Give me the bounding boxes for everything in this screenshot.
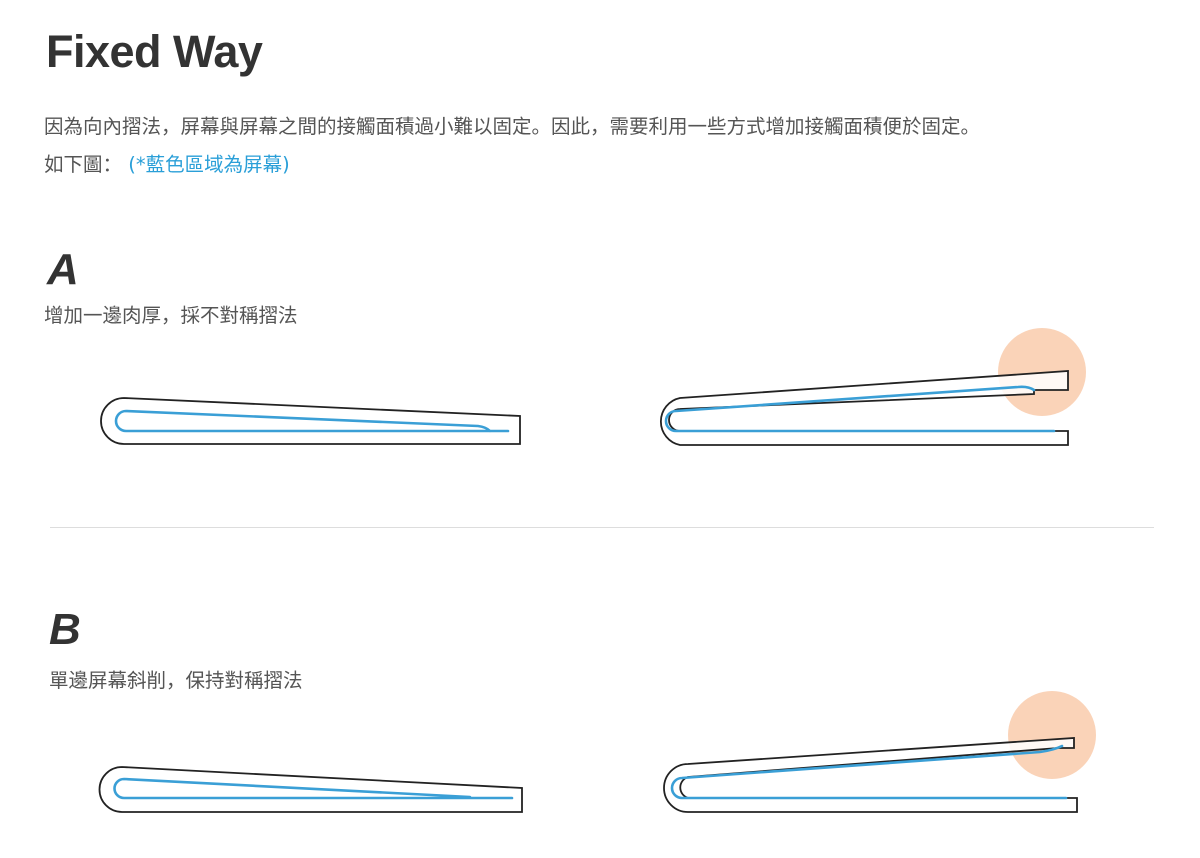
diagram-b-left-outline [98,766,523,813]
diagram-b-left-screen [113,777,514,800]
page-title: Fixed Way [46,26,263,77]
contact-area-highlight-b [1008,691,1096,779]
section-divider [50,527,1154,528]
section-a-letter: A [47,245,79,294]
section-b-description: 單邊屏幕斜削，保持對稱摺法 [49,669,303,692]
diagram-a-left-outline [100,397,521,445]
diagram-a-left [100,397,521,445]
diagram-b-right [663,691,1096,813]
intro-line-2: 如下圖： (*藍色區域為屏幕) [44,146,1194,184]
section-a-description: 增加一邊肉厚，採不對稱摺法 [44,304,298,327]
diagram-a-right-outline [660,370,1069,446]
diagram-a-left-screen [114,409,510,433]
diagram-a-right-screen [664,385,1056,433]
intro-line-2-prefix: 如下圖： [44,153,123,176]
intro-line-1: 因為向內摺法，屏幕與屏幕之間的接觸面積過小難以固定。因此，需要利用一些方式增加接… [44,115,981,138]
intro-text: 因為向內摺法，屏幕與屏幕之間的接觸面積過小難以固定。因此，需要利用一些方式增加接… [44,108,1194,184]
section-b-letter: B [49,605,81,654]
diagram-b-right-screen [670,744,1068,800]
diagram-b-left [98,766,523,813]
diagram-b-right-outline [663,737,1078,813]
diagram-a-right [660,328,1086,446]
contact-area-highlight-a [998,328,1086,416]
screen-color-note: (*藍色區域為屏幕) [128,153,290,176]
